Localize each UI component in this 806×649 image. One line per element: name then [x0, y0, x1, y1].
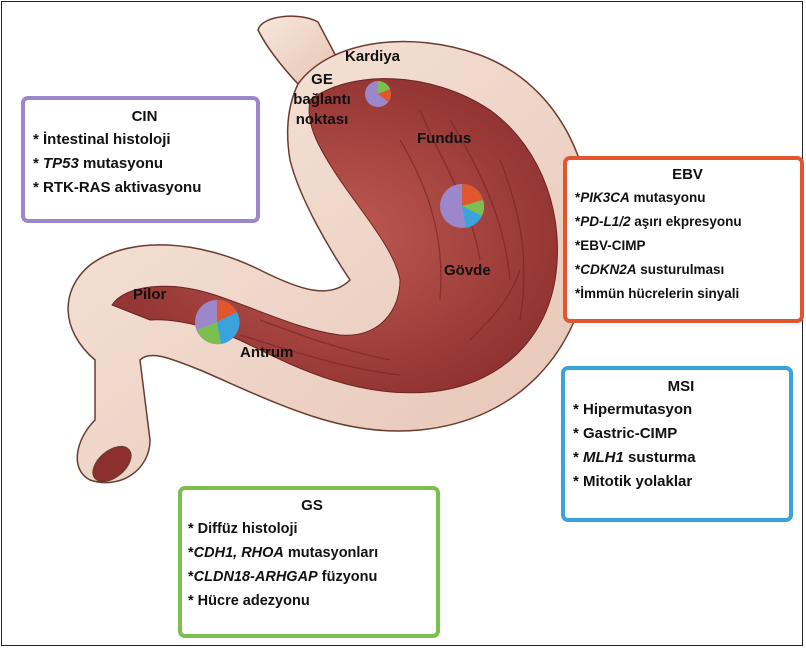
- bullet: *: [573, 449, 583, 466]
- bullet: *: [573, 473, 583, 490]
- label-fundus: Fundus: [417, 129, 471, 149]
- list-item: * Hücre adezyonu: [188, 589, 436, 613]
- pie-marker-body: [440, 184, 484, 228]
- cin-list: * İntestinal histoloji* TP53 mutasyonu* …: [33, 128, 256, 200]
- item-text: aşırı ekpresyonu: [631, 214, 742, 229]
- gene-name: PIK3CA: [580, 190, 630, 205]
- list-item: * TP53 mutasyonu: [33, 152, 256, 176]
- bullet: *: [188, 593, 198, 609]
- item-text: mutasyonu: [79, 155, 163, 172]
- label-ge-line3: noktası: [282, 110, 362, 130]
- gene-name: MLH1: [583, 449, 624, 466]
- item-text: füzyonu: [318, 569, 378, 585]
- label-ge-junction: GE bağlantı noktası: [282, 70, 362, 130]
- item-text: Hipermutasyon: [583, 401, 692, 418]
- gene-name: TP53: [43, 155, 79, 172]
- item-text: İmmün hücrelerin sinyali: [580, 286, 739, 301]
- ebv-box: EBV *PIK3CA mutasyonu*PD-L1/2 aşırı ekpr…: [563, 156, 804, 323]
- item-text: İntestinal histoloji: [43, 131, 171, 148]
- list-item: * MLH1 susturma: [573, 446, 789, 470]
- list-item: *CLDN18-ARHGAP füzyonu: [188, 565, 436, 589]
- bullet: *: [573, 401, 583, 418]
- item-text: EBV-CIMP: [580, 238, 645, 253]
- item-text: Diffüz histoloji: [198, 521, 298, 537]
- item-text: susturulması: [637, 262, 725, 277]
- label-ge-line1: GE: [282, 70, 362, 90]
- label-ge-line2: bağlantı: [282, 90, 362, 110]
- msi-title: MSI: [573, 376, 789, 398]
- label-antrum: Antrum: [240, 343, 293, 363]
- msi-list: * Hipermutasyon* Gastric-CIMP* MLH1 sust…: [573, 398, 789, 494]
- gs-title: GS: [188, 495, 436, 517]
- gene-name: CLDN18-ARHGAP: [194, 569, 318, 585]
- bullet: *: [188, 521, 198, 537]
- item-text: Hücre adezyonu: [198, 593, 310, 609]
- label-pilor: Pilor: [133, 285, 166, 305]
- list-item: *CDH1, RHOA mutasyonları: [188, 541, 436, 565]
- label-kardiya: Kardiya: [345, 47, 400, 67]
- list-item: *PD-L1/2 aşırı ekpresyonu: [575, 210, 800, 234]
- ebv-title: EBV: [575, 164, 800, 186]
- item-text: mutasyonu: [630, 190, 706, 205]
- item-text: susturma: [624, 449, 696, 466]
- gene-name: CDH1, RHOA: [194, 545, 284, 561]
- list-item: * Gastric-CIMP: [573, 422, 789, 446]
- gene-name: PD-L1/2: [580, 214, 630, 229]
- gs-list: * Diffüz histoloji*CDH1, RHOA mutasyonla…: [188, 517, 436, 613]
- cin-title: CIN: [33, 106, 256, 128]
- item-text: RTK-RAS aktivasyonu: [43, 179, 201, 196]
- list-item: * Diffüz histoloji: [188, 517, 436, 541]
- item-text: mutasyonları: [284, 545, 378, 561]
- bullet: *: [33, 131, 43, 148]
- item-text: Gastric-CIMP: [583, 425, 677, 442]
- list-item: * RTK-RAS aktivasyonu: [33, 176, 256, 200]
- list-item: *İmmün hücrelerin sinyali: [575, 282, 800, 306]
- list-item: * Mitotik yolaklar: [573, 470, 789, 494]
- gene-name: CDKN2A: [580, 262, 636, 277]
- cin-box: CIN * İntestinal histoloji* TP53 mutasyo…: [21, 96, 260, 223]
- bullet: *: [33, 155, 43, 172]
- bullet: *: [33, 179, 43, 196]
- gs-box: GS * Diffüz histoloji*CDH1, RHOA mutasyo…: [178, 486, 440, 638]
- item-text: Mitotik yolaklar: [583, 473, 692, 490]
- ebv-list: *PIK3CA mutasyonu*PD-L1/2 aşırı ekpresyo…: [575, 186, 800, 306]
- list-item: * İntestinal histoloji: [33, 128, 256, 152]
- list-item: *PIK3CA mutasyonu: [575, 186, 800, 210]
- msi-box: MSI * Hipermutasyon* Gastric-CIMP* MLH1 …: [561, 366, 793, 522]
- list-item: * Hipermutasyon: [573, 398, 789, 422]
- list-item: *CDKN2A susturulması: [575, 258, 800, 282]
- bullet: *: [573, 425, 583, 442]
- pie-marker-ge-junction: [365, 81, 391, 107]
- pie-marker-antrum: [195, 300, 240, 344]
- list-item: *EBV-CIMP: [575, 234, 800, 258]
- label-govde: Gövde: [444, 261, 491, 281]
